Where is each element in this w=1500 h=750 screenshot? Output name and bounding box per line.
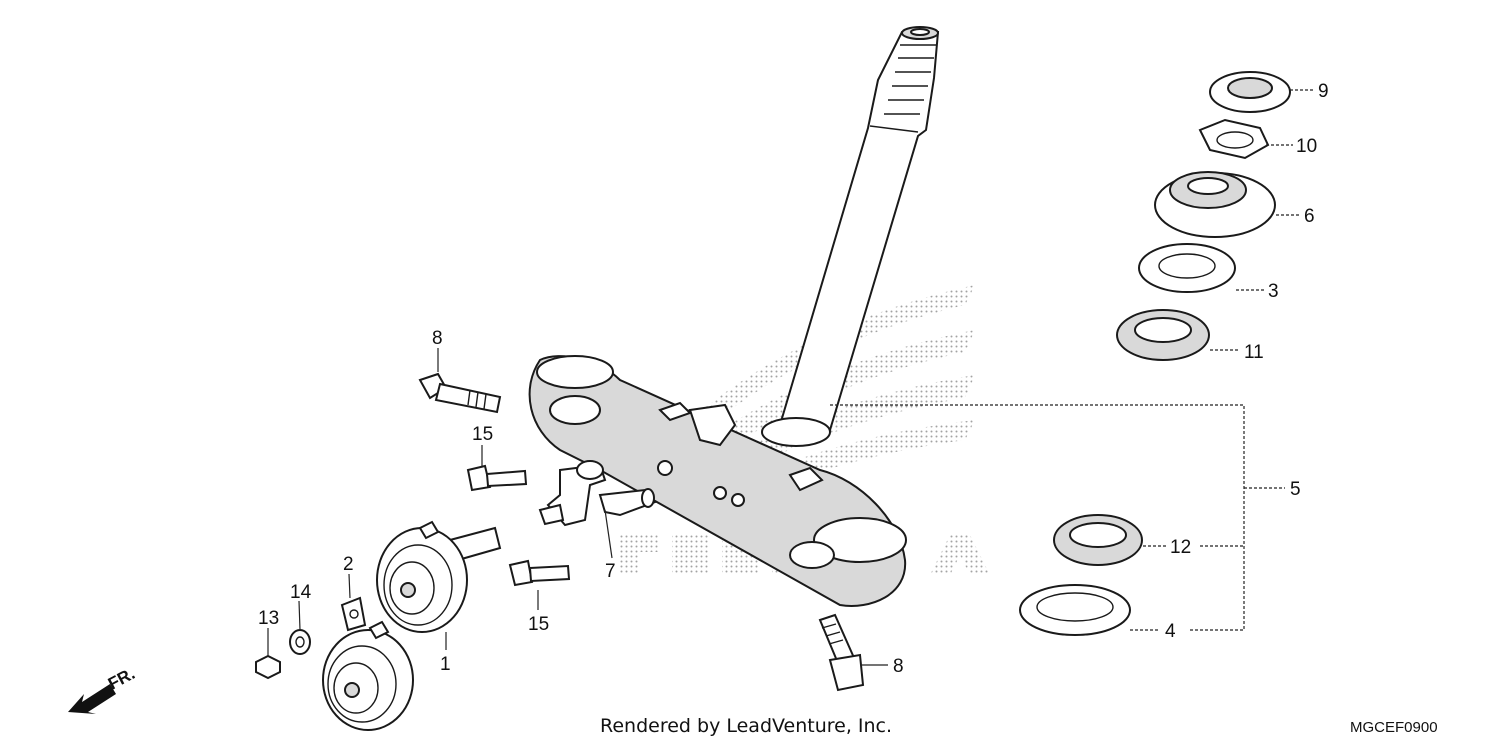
- horn-stay-plate: [340, 596, 367, 632]
- callout-9: 9: [1318, 81, 1329, 102]
- callout-1: 1: [440, 654, 451, 675]
- callout-15-upper: 15: [472, 424, 493, 445]
- leader-lines: [267, 89, 1315, 666]
- callout-14: 14: [290, 582, 312, 603]
- callout-5: 5: [1290, 479, 1301, 500]
- horn-bracket: [538, 460, 657, 527]
- callout-11: 11: [1244, 342, 1264, 363]
- callout-7: 7: [605, 561, 616, 582]
- callout-labels: 1 2 3 4 5 6 7 8 8 9 10 11 12 13 14 15 15: [258, 81, 1329, 677]
- callout-15-lower: 15: [528, 614, 549, 635]
- callout-13: 13: [258, 608, 279, 629]
- callout-6: 6: [1304, 206, 1315, 227]
- washer-14: [289, 629, 311, 655]
- diagram-code: MGCEF0900: [1350, 719, 1438, 736]
- callout-2: 2: [343, 554, 354, 575]
- callout-10: 10: [1296, 136, 1317, 157]
- callout-8-lower: 8: [893, 656, 904, 677]
- nut-13: [255, 654, 281, 680]
- horn-upper: [376, 520, 502, 633]
- upper-bearing-11: [1116, 309, 1210, 361]
- callout-4: 4: [1165, 621, 1176, 642]
- horn-lower: [322, 620, 414, 731]
- bolt-15-upper: [466, 464, 528, 492]
- callout-8-upper: 8: [432, 328, 443, 349]
- steering-stem: [761, 26, 940, 447]
- bolt-15-lower: [508, 559, 571, 587]
- lock-nut-9: [1209, 71, 1291, 113]
- callout-3: 3: [1268, 281, 1279, 302]
- callout-12: 12: [1170, 537, 1191, 558]
- flange-bolt-lower: [818, 613, 865, 692]
- bottom-bridge: [528, 355, 907, 607]
- rendered-by-credit: Rendered by LeadVenture, Inc.: [600, 715, 892, 737]
- dust-seal-3: [1138, 243, 1236, 293]
- flange-bolt-upper: [418, 372, 502, 414]
- adjusting-nut-6: [1154, 171, 1276, 238]
- front-direction-arrow-icon: FR.: [68, 664, 138, 714]
- lock-washer-10: [1198, 118, 1270, 160]
- lower-bearing-12: [1053, 514, 1143, 566]
- dust-seal-4: [1019, 584, 1131, 636]
